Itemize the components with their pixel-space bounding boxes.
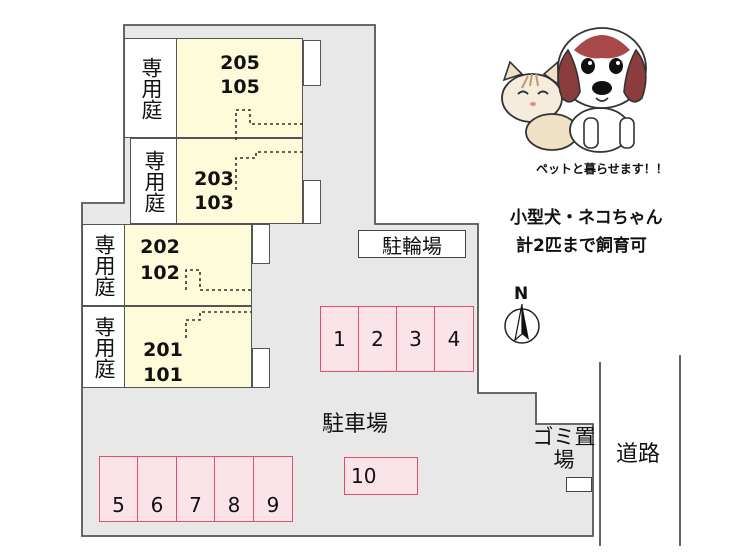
garden-label: 専用庭: [139, 56, 163, 120]
stall-number: 8: [227, 493, 241, 517]
garden-label: 専用庭: [142, 149, 166, 213]
private-garden-201: 専用庭: [82, 306, 125, 388]
north-label: N: [514, 284, 529, 304]
private-garden-205: 専用庭: [124, 38, 177, 138]
garbage-bin: [566, 477, 592, 492]
stall-number: 10: [351, 464, 377, 488]
parking-stall-8[interactable]: 8: [214, 456, 254, 522]
parking-stall-2[interactable]: 2: [358, 306, 397, 372]
stall-number: 6: [150, 493, 164, 517]
garbage-area-label: ゴミ置場: [531, 426, 597, 472]
bicycle-parking: 駐輪場: [358, 230, 466, 258]
unit-number-lower: 105: [220, 76, 260, 98]
unit-202-102[interactable]: [124, 224, 252, 306]
pet-policy-line-1: 小型犬・ネコちゃん: [510, 208, 663, 228]
unit-number-upper: 203: [194, 168, 234, 190]
stall-number: 1: [333, 327, 346, 351]
stall-number: 9: [266, 493, 280, 517]
parking-stall-9[interactable]: 9: [253, 456, 293, 522]
compass-arrow-icon: [504, 303, 540, 344]
balcony: [303, 180, 321, 224]
unit-number-lower: 101: [143, 364, 183, 386]
parking-stall-6[interactable]: 6: [137, 456, 177, 522]
unit-number-upper: 201: [143, 339, 183, 361]
unit-number-lower: 103: [194, 192, 234, 214]
parking-stall-5[interactable]: 5: [99, 456, 138, 522]
north-compass: N: [500, 284, 550, 354]
bicycle-parking-label: 駐輪場: [382, 233, 442, 258]
pet-caption: ペットと暮らせます！！: [536, 162, 668, 176]
parking-stall-10[interactable]: 10: [344, 457, 418, 495]
pet-policy-line-2: 計2匹まで飼育可: [516, 236, 647, 256]
parking-stall-7[interactable]: 7: [176, 456, 215, 522]
dog-and-cat-illustration: [501, 27, 647, 153]
private-garden-203: 専用庭: [130, 138, 177, 224]
parking-stall-4[interactable]: 4: [434, 306, 474, 372]
garden-label: 専用庭: [92, 315, 116, 379]
parking-stall-3[interactable]: 3: [396, 306, 435, 372]
balcony: [252, 348, 270, 388]
dog-icon: [557, 27, 647, 153]
parking-stall-1[interactable]: 1: [320, 306, 359, 372]
stall-number: 5: [112, 493, 125, 517]
balcony: [252, 224, 270, 264]
unit-number-upper: 202: [140, 236, 180, 258]
unit-number-lower: 102: [140, 262, 180, 284]
stall-number: 3: [409, 327, 422, 351]
cat-icon: [501, 60, 579, 151]
private-garden-202: 専用庭: [82, 224, 125, 306]
garden-label: 専用庭: [92, 233, 116, 297]
unit-203-103[interactable]: [176, 138, 303, 224]
stall-number: 4: [447, 327, 461, 351]
balcony: [303, 40, 321, 86]
unit-number-upper: 205: [220, 52, 260, 74]
road-label: 道路: [616, 442, 661, 467]
stall-number: 7: [189, 493, 202, 517]
stall-number: 2: [371, 327, 384, 351]
parking-lot-label: 駐車場: [322, 412, 389, 437]
unit-205-105[interactable]: [176, 38, 303, 138]
garbage-area-text: ゴミ置場: [532, 425, 596, 472]
